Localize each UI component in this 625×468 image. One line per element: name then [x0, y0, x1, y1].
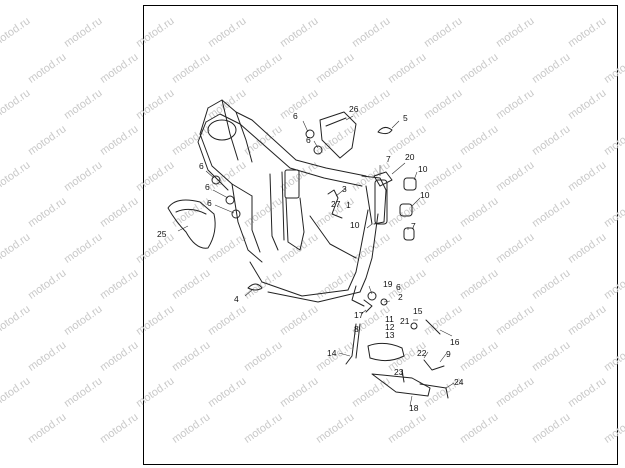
frame-down-tubes: [249, 209, 379, 303]
callout-labels: 1 2 3 4 5 6 6 6 6 6 6 7 7 8 9 10 10 10 1…: [157, 104, 464, 413]
callout-23: 23: [394, 367, 404, 377]
rear-cover-part: [319, 111, 357, 159]
leader-lines: [177, 115, 455, 407]
callout-12: 12: [385, 322, 395, 332]
frame-center-post: [269, 169, 305, 251]
callout-6: 6: [199, 161, 204, 171]
callout-21: 21: [400, 316, 410, 326]
frame-rear-section: [197, 107, 263, 263]
frame-top-tubes: [205, 99, 367, 187]
callout-11: 11: [385, 314, 394, 324]
side-stand-assembly: [345, 298, 449, 399]
callout-7: 7: [386, 154, 391, 164]
clip-part-4: [247, 283, 263, 291]
clip-part-5: [377, 126, 393, 135]
callout-15: 15: [413, 306, 423, 316]
callout-1: 1: [346, 200, 351, 210]
callout-18: 18: [409, 403, 419, 413]
callout-20: 20: [405, 152, 415, 162]
callout-16: 16: [450, 337, 460, 347]
callout-26: 26: [349, 104, 359, 114]
callout-19: 19: [383, 279, 393, 289]
callout-17: 17: [354, 310, 364, 320]
callout-8: 8: [354, 324, 359, 334]
lower-mount: [351, 285, 365, 307]
callout-5: 5: [403, 113, 408, 123]
rubber-mounts: [211, 129, 377, 301]
callout-9: 9: [446, 349, 451, 359]
callout-6: 6: [207, 198, 212, 208]
callout-27: 27: [331, 199, 341, 209]
callout-10: 10: [420, 190, 430, 200]
callout-6: 6: [293, 111, 298, 121]
seat-part: [167, 199, 216, 249]
callout-25: 25: [157, 229, 167, 239]
callout-4: 4: [234, 294, 239, 304]
callout-10: 10: [350, 220, 360, 230]
callout-2: 2: [398, 292, 403, 302]
callout-22: 22: [417, 348, 427, 358]
bracket-27: [327, 189, 343, 219]
callout-6: 6: [306, 135, 311, 145]
callout-10: 10: [418, 164, 428, 174]
callout-6: 6: [396, 282, 401, 292]
callout-3: 3: [342, 184, 347, 194]
callout-6: 6: [205, 182, 210, 192]
callout-13: 13: [385, 330, 395, 340]
callout-7: 7: [411, 221, 416, 231]
callout-24: 24: [454, 377, 464, 387]
diagram-frame: [143, 5, 618, 465]
steering-head: [361, 175, 388, 225]
steering-parts: [373, 171, 417, 241]
callout-14: 14: [327, 348, 337, 358]
